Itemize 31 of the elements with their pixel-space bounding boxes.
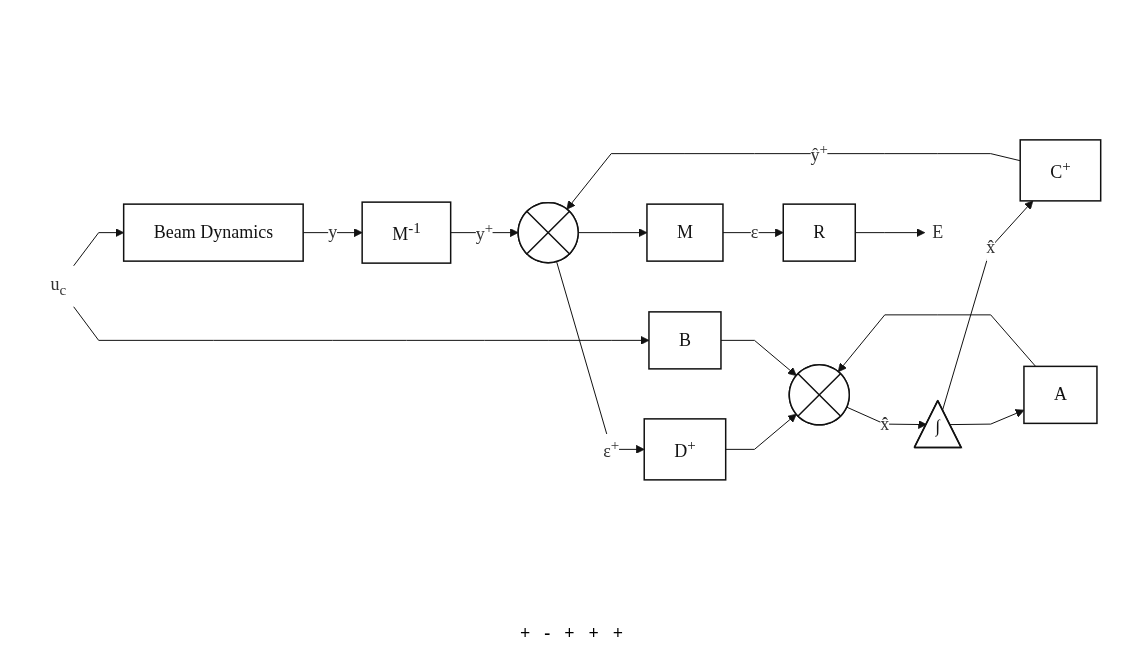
node-text: E xyxy=(931,221,943,242)
arrow xyxy=(837,313,1036,372)
node-box: Beam Dynamics xyxy=(122,202,304,262)
arrow xyxy=(72,305,649,345)
node-box: D$^{+}$ xyxy=(643,417,727,481)
edge-label: y$^{+}$ xyxy=(475,219,493,244)
edge-label: ε xyxy=(750,221,758,242)
edge-label: ŷ$^{+}$ xyxy=(810,140,828,165)
sign-label: + xyxy=(564,623,575,644)
node-box: R xyxy=(782,202,856,262)
node-box: B xyxy=(647,310,722,370)
edge-label: x̂ xyxy=(985,236,995,257)
arrow xyxy=(72,227,124,266)
arrow xyxy=(720,339,797,376)
arrow xyxy=(845,406,927,429)
sign-label: - xyxy=(544,623,551,644)
node-box: A xyxy=(1022,365,1098,424)
edge-label: x̂̇ xyxy=(879,413,889,434)
arrow xyxy=(854,227,925,237)
node-text: u$_{c}$ xyxy=(50,273,66,298)
node-box: M xyxy=(645,202,724,262)
edge-label: ε$^{+}$ xyxy=(602,436,619,461)
arrow xyxy=(577,227,647,237)
sign-label: + xyxy=(519,623,531,644)
node-box: C$^{+}$ xyxy=(1019,138,1102,202)
node-box: M$^{-1}$ xyxy=(361,200,452,264)
arrow xyxy=(949,408,1024,425)
arrow xyxy=(941,200,1033,410)
edge-label: y xyxy=(327,221,337,242)
sign-label: + xyxy=(588,623,599,644)
sign-label: + xyxy=(612,623,624,644)
